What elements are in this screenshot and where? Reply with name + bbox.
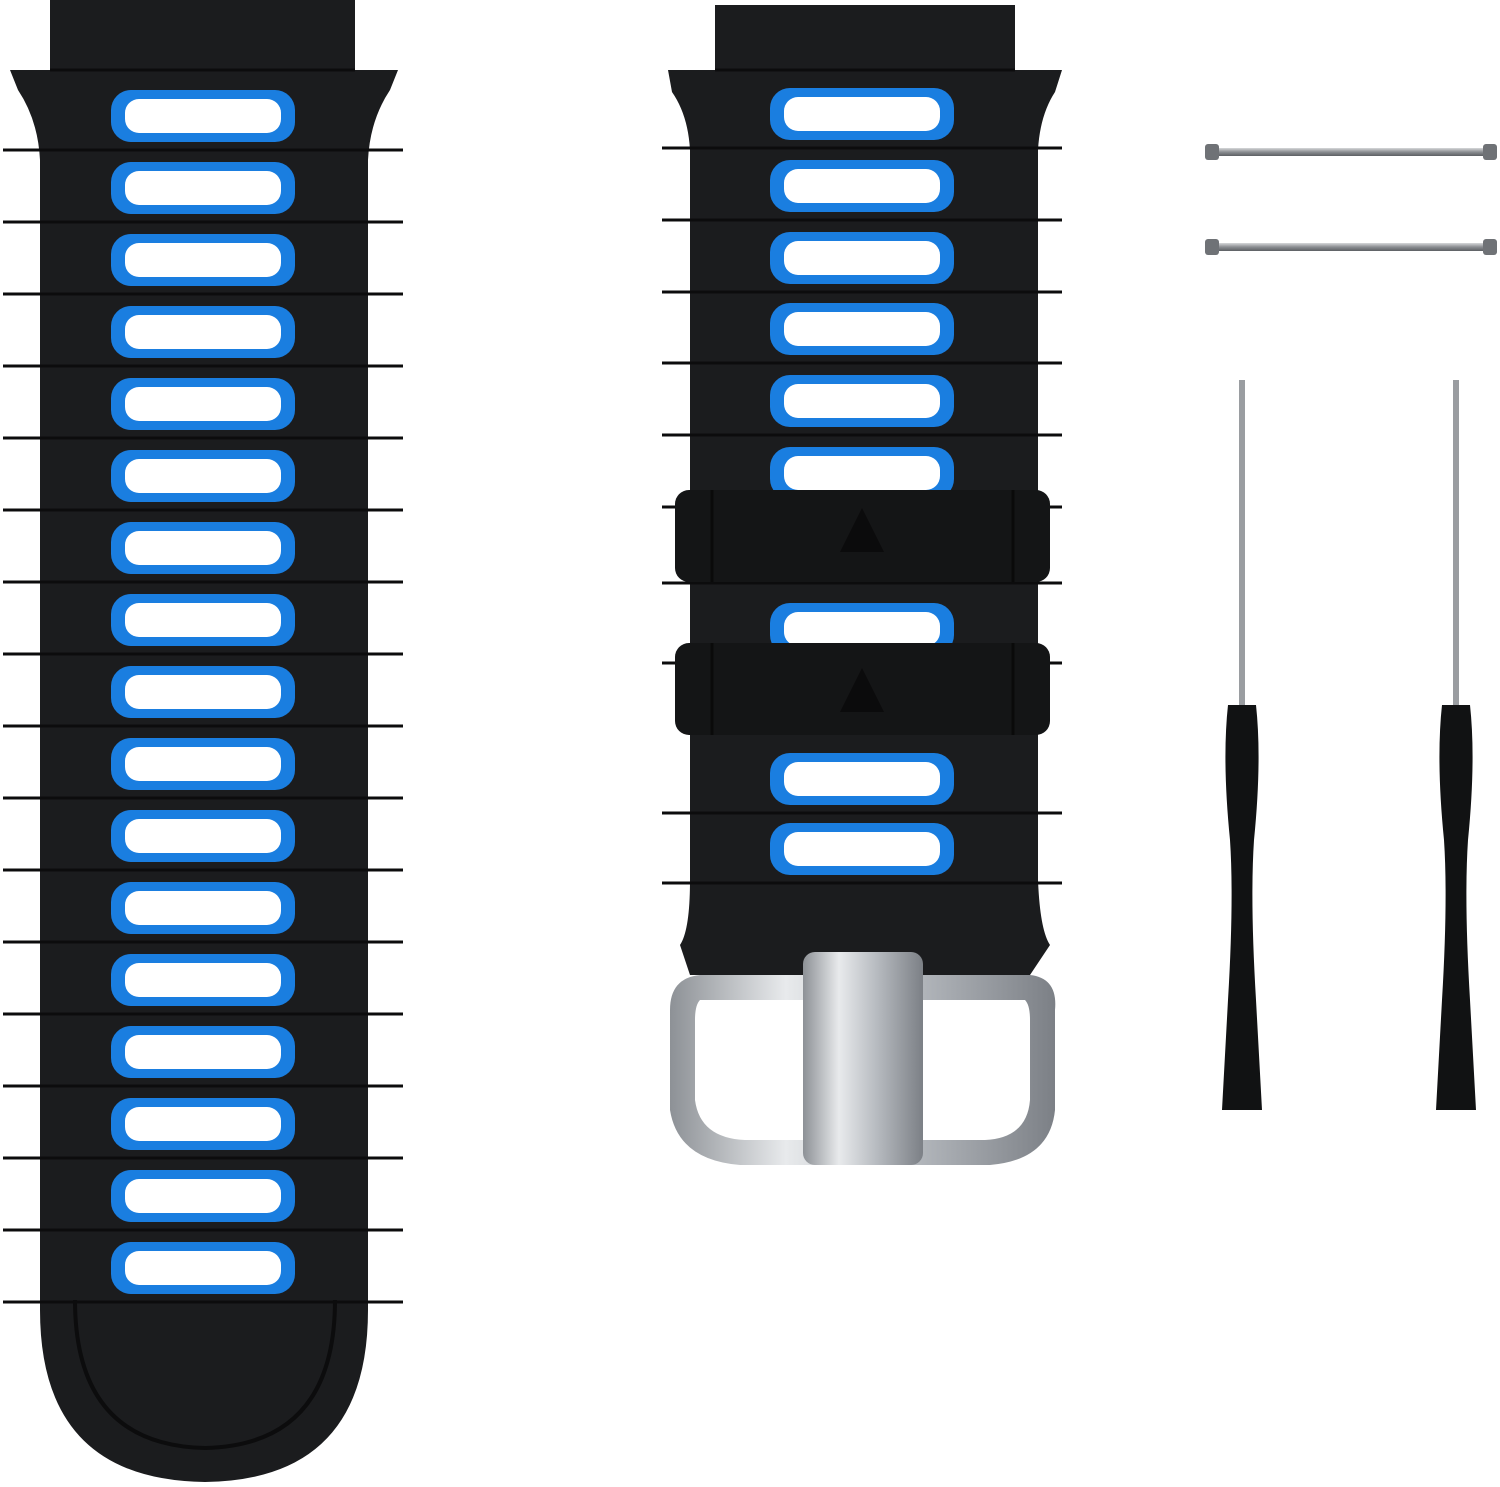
spring-bar — [1205, 144, 1497, 160]
strap-hole — [3, 1098, 403, 1160]
strap-hole — [662, 88, 1062, 150]
strap-hole — [3, 1242, 403, 1304]
strap-hole — [3, 378, 403, 440]
strap-hole — [3, 234, 403, 296]
strap-hole — [3, 1170, 403, 1232]
strap-loop[interactable] — [675, 643, 1050, 735]
triangle-arrow-icon — [840, 668, 884, 712]
strap-hole — [3, 306, 403, 368]
screwdriver — [1222, 380, 1262, 1110]
long-strap — [3, 0, 403, 1482]
strap-hole — [3, 1026, 403, 1088]
strap-hole — [662, 160, 1062, 222]
strap-hole — [662, 375, 1062, 437]
triangle-arrow-icon — [840, 508, 884, 552]
screwdriver — [1436, 380, 1476, 1110]
strap-loop[interactable] — [675, 490, 1050, 582]
buckle-strap — [662, 5, 1062, 1165]
strap-hole — [3, 882, 403, 944]
strap-hole — [3, 162, 403, 224]
buckle — [670, 952, 1056, 1165]
strap-hole — [662, 232, 1062, 294]
spring-bar — [1205, 239, 1497, 255]
strap-hole — [662, 303, 1062, 365]
strap-hole — [3, 810, 403, 872]
strap-hole — [662, 823, 1062, 885]
strap-hole — [3, 954, 403, 1016]
strap-hole — [3, 666, 403, 728]
strap-hole — [3, 522, 403, 584]
strap-hole — [3, 738, 403, 800]
strap-hole — [3, 90, 403, 152]
strap-hole — [3, 450, 403, 512]
strap-hole — [3, 594, 403, 656]
strap-hole — [662, 753, 1062, 815]
